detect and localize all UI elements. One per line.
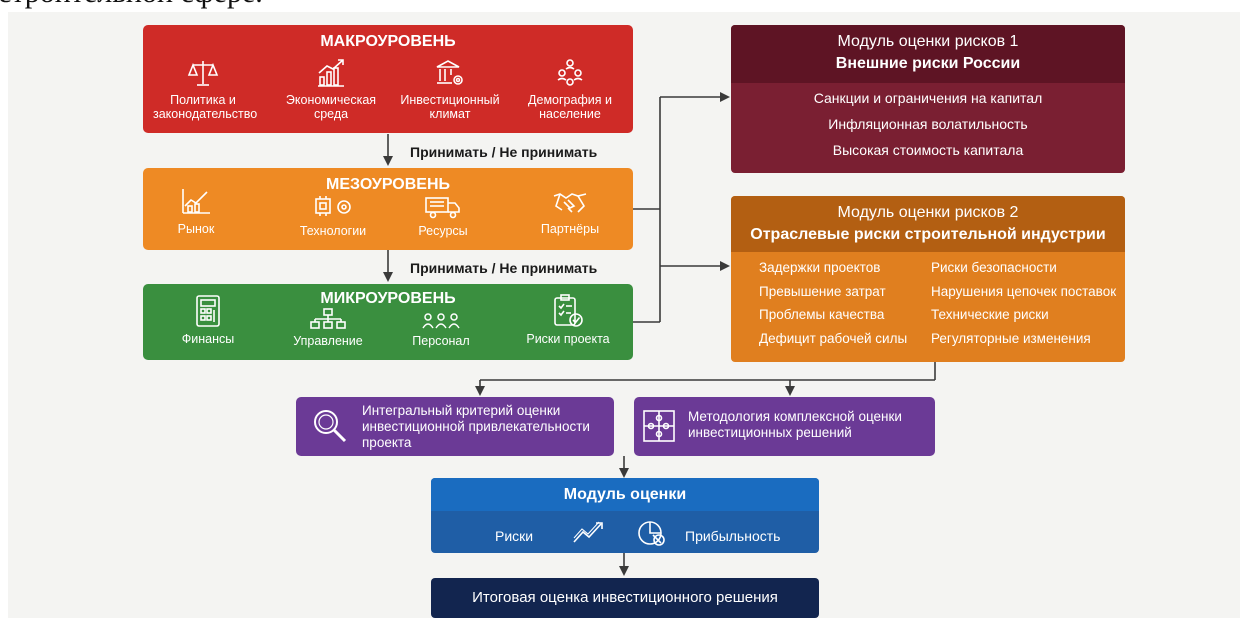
meso-item-technology: Технологии [288, 194, 378, 238]
checklist-icon [554, 294, 583, 327]
macro-item-label: Инвестиционный климат [400, 93, 500, 121]
risk-module-1-item: Высокая стоимость капитала [832, 142, 1024, 158]
risk-module-2-header: Модуль оценки рисков 2 Отраслевые риски … [731, 196, 1125, 252]
final-assessment-box: Итоговая оценка инвестиционного решения [431, 578, 819, 618]
risk-module-1-subtitle: Внешние риски России [835, 55, 1021, 72]
meso-item-market: Рынок [161, 186, 231, 236]
meso-item-resources: Ресурсы [403, 194, 483, 238]
pie-chart-icon [638, 521, 665, 546]
risk-module-2-item: Дефицит рабочей силы [759, 330, 908, 346]
scales-icon [187, 61, 219, 86]
meso-item-label: Рынок [177, 222, 215, 236]
micro-level-box: МИКРОУРОВЕНЬ Финансы Управление Персонал [143, 284, 633, 360]
micro-item-label: Персонал [412, 334, 470, 348]
evaluation-module-header [431, 478, 819, 511]
growth-chart-icon [318, 59, 344, 87]
bank-gear-icon [436, 60, 463, 85]
meso-item-label: Ресурсы [418, 224, 468, 238]
risk-module-1-item: Санкции и ограничения на капитал [813, 90, 1043, 106]
micro-item-project-risks: Риски проекта [513, 294, 623, 346]
evaluation-module-title: Модуль оценки [563, 486, 687, 503]
truck-icon [425, 197, 460, 219]
micro-title: МИКРОУРОВЕНЬ [320, 290, 456, 307]
meso-item-label: Технологии [299, 224, 367, 238]
final-assessment-text: Итоговая оценка инвестиционного решения [472, 589, 778, 606]
risk-module-2-item: Проблемы качества [759, 307, 885, 322]
team-icon [422, 313, 460, 329]
micro-item-label: Риски проекта [526, 332, 610, 346]
macro-item-economy: Экономическая среда [281, 57, 381, 121]
handshake-icon [553, 193, 587, 213]
hierarchy-icon [310, 308, 346, 329]
risk-module-1-title: Модуль оценки рисков 1 [837, 33, 1019, 50]
risk-module-2-item: Превышение затрат [759, 283, 886, 299]
meso-level-box: МЕЗОУРОВЕНЬ Рынок Технологии Ресурсы Пар… [143, 168, 633, 250]
macro-item-label: Политика и законодательство [153, 93, 258, 121]
risk-module-2-item: Задержки проектов [759, 260, 881, 275]
micro-item-staff: Персонал [401, 312, 481, 348]
accept-label-1: Принимать / Не принимать [410, 144, 598, 160]
risk-module-2-item: Риски безопасности [931, 260, 1057, 275]
puzzle-icon [643, 410, 675, 442]
risk-module-2-subtitle: Отраслевые риски строительной индустрии [750, 226, 1106, 243]
micro-item-management: Управление [283, 308, 373, 348]
risk-module-1-item: Инфляционная волатильность [828, 116, 1028, 132]
market-chart-icon [182, 189, 210, 214]
accept-label-2: Принимать / Не принимать [410, 260, 598, 276]
risk-module-2: Модуль оценки рисков 2 Отраслевые риски … [731, 196, 1125, 362]
risk-module-2-item: Технические риски [931, 307, 1049, 322]
evaluation-risks-label: Риски [495, 528, 534, 544]
macro-item-label: Экономическая среда [285, 93, 377, 121]
micro-item-label: Управление [293, 334, 363, 348]
magnifier-icon [314, 410, 347, 443]
risk-module-1-header: Модуль оценки рисков 1 Внешние риски Рос… [731, 25, 1125, 83]
trend-up-icon [573, 521, 603, 543]
chip-gear-icon [315, 196, 351, 216]
risk-module-2-title: Модуль оценки рисков 2 [837, 204, 1019, 221]
macro-item-climate: Инвестиционный климат [395, 57, 505, 121]
calculator-icon [196, 295, 220, 327]
integral-criterion-box: Интегральный критерий оценки инвестицион… [296, 397, 614, 456]
methodology-text: Методология комплексной оценки инвестици… [688, 409, 902, 440]
meso-title: МЕЗОУРОВЕНЬ [326, 176, 450, 193]
meso-item-partners: Партнёры [525, 188, 615, 236]
risk-module-1: Модуль оценки рисков 1 Внешние риски Рос… [731, 25, 1125, 173]
risk-module-2-item: Регуляторные изменения [931, 330, 1091, 346]
meso-item-label: Партнёры [540, 222, 600, 236]
macro-item-label: Демография и население [528, 93, 612, 121]
macro-title: МАКРОУРОВЕНЬ [320, 33, 456, 50]
people-icon [557, 59, 583, 86]
methodology-box: Методология комплексной оценки инвестици… [634, 397, 935, 456]
macro-item-politics: Политика и законодательство [153, 57, 258, 121]
evaluation-module: Модуль оценки Риски Прибыльность [431, 478, 819, 553]
integral-criterion-text: Интегральный критерий оценки инвестицион… [362, 403, 590, 450]
top-cut-text: строительной сфере. [0, 0, 263, 8]
macro-item-demography: Демография и население [515, 57, 625, 121]
evaluation-profit-label: Прибыльность [685, 528, 781, 544]
micro-item-finance: Финансы [173, 294, 243, 346]
risk-module-2-item: Нарушения цепочек поставок [931, 283, 1117, 299]
micro-item-label: Финансы [181, 332, 235, 346]
macro-level-box: МАКРОУРОВЕНЬ Политика и законодательство… [143, 25, 633, 133]
